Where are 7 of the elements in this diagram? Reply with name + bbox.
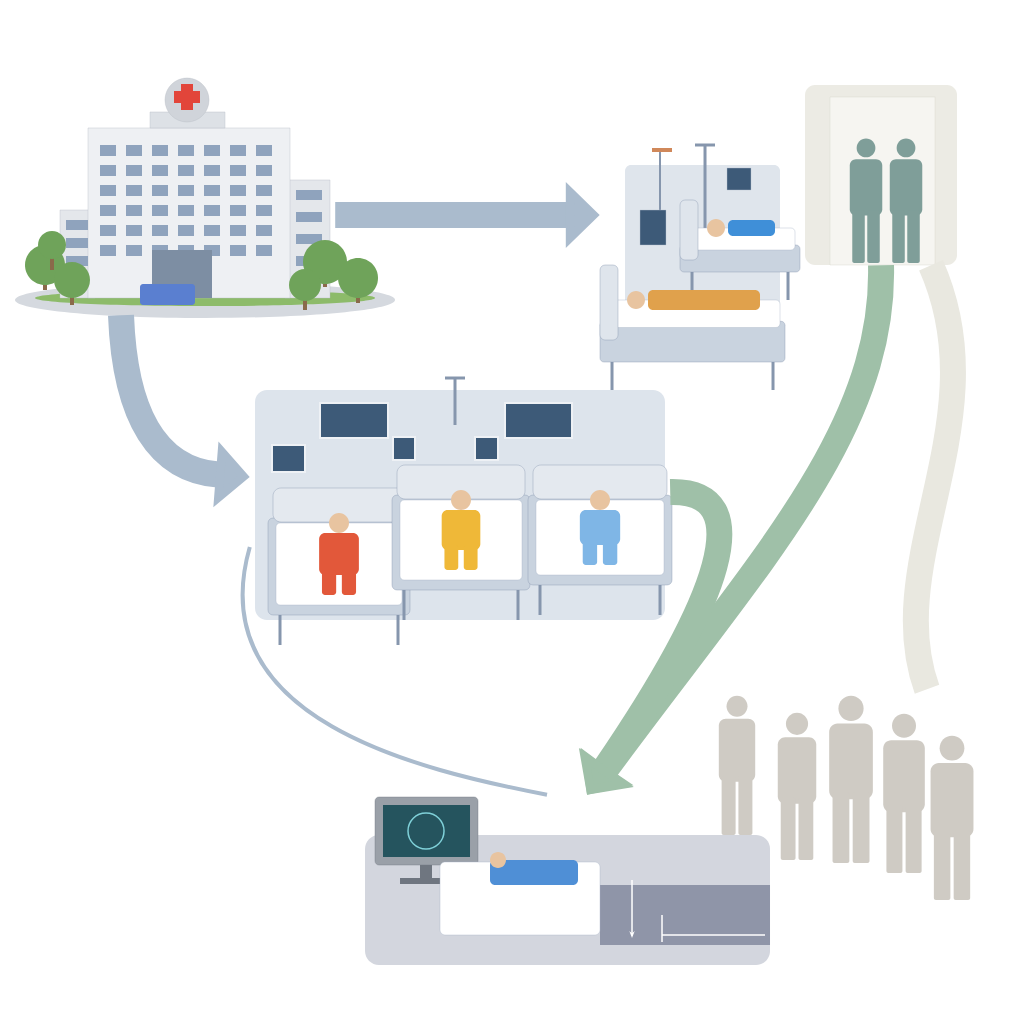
hospital-drawing	[15, 77, 395, 318]
scanner-room-drawing	[365, 796, 770, 965]
people-drawing	[718, 695, 974, 900]
ward-drawing	[599, 143, 801, 390]
doorway-drawing	[805, 85, 957, 266]
connector-line	[240, 546, 548, 797]
ward-drawing	[255, 376, 673, 645]
